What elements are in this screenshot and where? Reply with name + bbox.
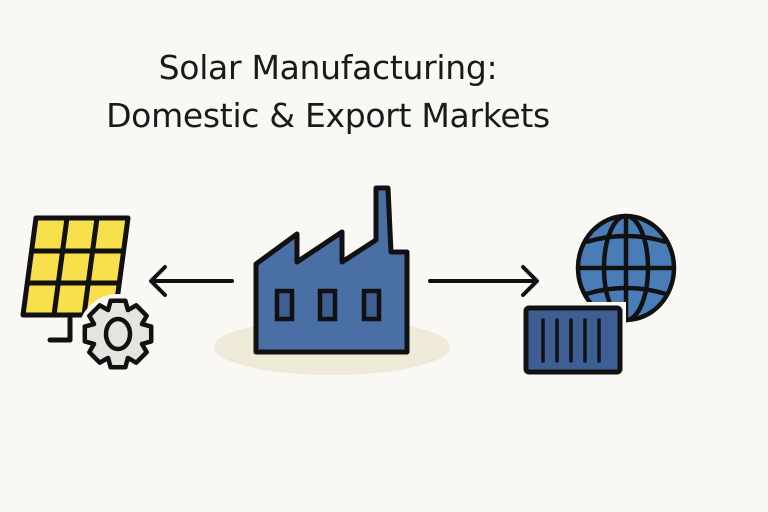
solar-panel-icon (20, 215, 131, 343)
arrow-to-export (428, 265, 539, 297)
gear-icon (78, 294, 158, 374)
shipping-container-icon (520, 302, 626, 378)
factory-icon (214, 185, 450, 375)
arrow-to-domestic (149, 265, 234, 297)
title-line-1: Solar Manufacturing: (158, 48, 498, 87)
title-line-2: Domestic & Export Markets (106, 96, 550, 135)
